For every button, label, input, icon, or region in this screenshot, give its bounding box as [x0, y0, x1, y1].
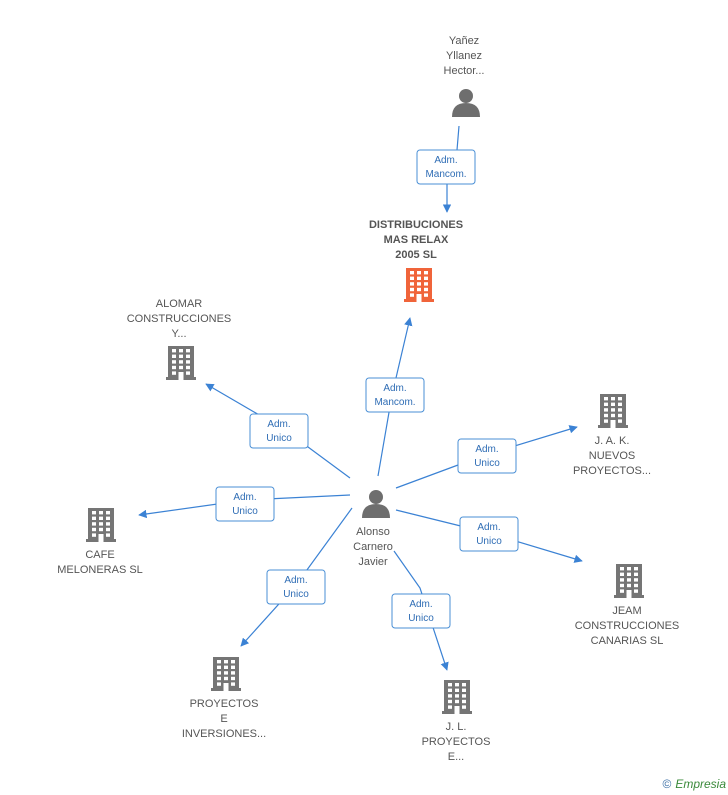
edge-alonso-to-jak: Adm. Unico	[395, 425, 578, 489]
node-jak[interactable]: J. A. K. NUEVOS PROYECTOS...	[573, 394, 651, 477]
node-label-line: MAS RELAX	[384, 234, 449, 246]
edge-label-line: Adm.	[284, 575, 307, 586]
edge-label-line: Adm.	[477, 522, 500, 533]
node-distribuciones[interactable]: DISTRIBUCIONES MAS RELAX 2005 SL	[369, 219, 463, 302]
building-icon	[211, 657, 241, 691]
edge-label-line: Unico	[474, 458, 500, 469]
copyright-symbol: ©	[662, 777, 672, 791]
edge-label-frame	[459, 516, 519, 552]
node-label-line: Carnero	[353, 541, 393, 553]
edge-label-line: Adm.	[383, 383, 406, 394]
building-icon	[404, 268, 434, 302]
edge-yanez-to-distribuciones: Adm. Mancom.	[416, 125, 476, 213]
node-jl[interactable]: J. L. PROYECTOS E...	[422, 680, 491, 763]
edge-label-frame	[391, 593, 451, 629]
node-alomar[interactable]: ALOMAR CONSTRUCCIONES Y...	[127, 298, 232, 380]
edge-label-frame	[215, 486, 275, 522]
edge-line	[393, 550, 449, 671]
node-label-line: MELONERAS SL	[57, 564, 143, 576]
node-label-line: PROYECTOS...	[573, 465, 651, 477]
brand-name: Empresia	[675, 777, 726, 791]
node-label-line: E	[220, 713, 227, 725]
person-icon	[362, 490, 390, 518]
edge-label-line: Unico	[408, 613, 434, 624]
node-label-line: NUEVOS	[589, 450, 635, 462]
edge-label-box[interactable]: Adm. Mancom.	[416, 149, 476, 185]
edge-alonso-to-jeam: Adm. Unico	[395, 509, 583, 563]
node-label-line: ALOMAR	[156, 298, 203, 310]
edge-label-line: Adm.	[475, 444, 498, 455]
node-label-line: PROYECTOS	[190, 698, 259, 710]
building-icon	[442, 680, 472, 714]
node-label-line: DISTRIBUCIONES	[369, 219, 463, 231]
node-label-line: Y...	[171, 328, 186, 340]
edge-label-line: Adm.	[267, 419, 290, 430]
edge-label-box[interactable]: Adm. Unico	[457, 438, 517, 474]
node-label-line: CAFE	[85, 549, 114, 561]
edge-label-line: Mancom.	[425, 169, 466, 180]
building-icon	[166, 346, 196, 380]
edge-label-frame	[266, 569, 326, 605]
edge-label-box[interactable]: Adm. Unico	[391, 593, 451, 629]
edge-label-box[interactable]: Adm. Unico	[215, 486, 275, 522]
edge-label-box[interactable]: Adm. Unico	[459, 516, 519, 552]
node-label-line: J. A. K.	[595, 435, 630, 447]
edge-label-box[interactable]: Adm. Mancom.	[365, 377, 425, 413]
edge-label-frame	[416, 149, 476, 185]
node-label-line: Yañez	[449, 35, 479, 47]
edge-label-frame	[365, 377, 425, 413]
footer-brand[interactable]: ©Empresia	[662, 777, 726, 791]
edge-label-line: Adm.	[434, 155, 457, 166]
node-proyectos[interactable]: PROYECTOS E INVERSIONES...	[182, 657, 266, 740]
node-jeam[interactable]: JEAM CONSTRUCCIONES CANARIAS SL	[575, 564, 680, 647]
node-label-line: JEAM	[612, 605, 641, 617]
edge-label-frame	[457, 438, 517, 474]
edge-alonso-to-alomar: Adm. Unico	[205, 383, 351, 479]
node-yanez[interactable]: YañezYllanezHector...	[444, 35, 485, 117]
node-label-line: PROYECTOS	[422, 736, 491, 748]
building-icon	[614, 564, 644, 598]
edge-label-box[interactable]: Adm. Unico	[249, 413, 309, 449]
node-label-line: INVERSIONES...	[182, 728, 266, 740]
person-icon	[452, 89, 480, 117]
node-label-line: CONSTRUCCIONES	[575, 620, 680, 632]
node-label-line: Alonso	[356, 526, 390, 538]
edge-label-line: Adm.	[409, 599, 432, 610]
node-label-line: CANARIAS SL	[591, 635, 664, 647]
edge-alonso-to-jl: Adm. Unico	[391, 550, 451, 671]
node-label-line: CONSTRUCCIONES	[127, 313, 232, 325]
edge-label-line: Mancom.	[374, 397, 415, 408]
edge-label-line: Unico	[283, 589, 309, 600]
edge-label-line: Adm.	[233, 492, 256, 503]
edge-alonso-to-proyectos: Adm. Unico	[240, 507, 353, 647]
node-label-line: E...	[448, 751, 465, 763]
node-cafe[interactable]: CAFE MELONERAS SL	[57, 508, 143, 576]
building-icon	[598, 394, 628, 428]
node-label-line: Hector...	[444, 65, 485, 77]
edge-label-line: Unico	[232, 506, 258, 517]
node-label-line: 2005 SL	[395, 249, 437, 261]
node-label-line: Yllanez	[446, 50, 482, 62]
edge-label-frame	[249, 413, 309, 449]
edge-alonso-to-cafe: Adm. Unico	[138, 486, 351, 522]
edge-label-box[interactable]: Adm. Unico	[266, 569, 326, 605]
edge-alonso-to-distribuciones: Adm. Mancom.	[365, 317, 425, 477]
node-label-line: Javier	[358, 556, 388, 568]
edge-label-line: Unico	[476, 536, 502, 547]
building-icon	[86, 508, 116, 542]
node-label-line: J. L.	[446, 721, 467, 733]
edge-label-line: Unico	[266, 433, 292, 444]
